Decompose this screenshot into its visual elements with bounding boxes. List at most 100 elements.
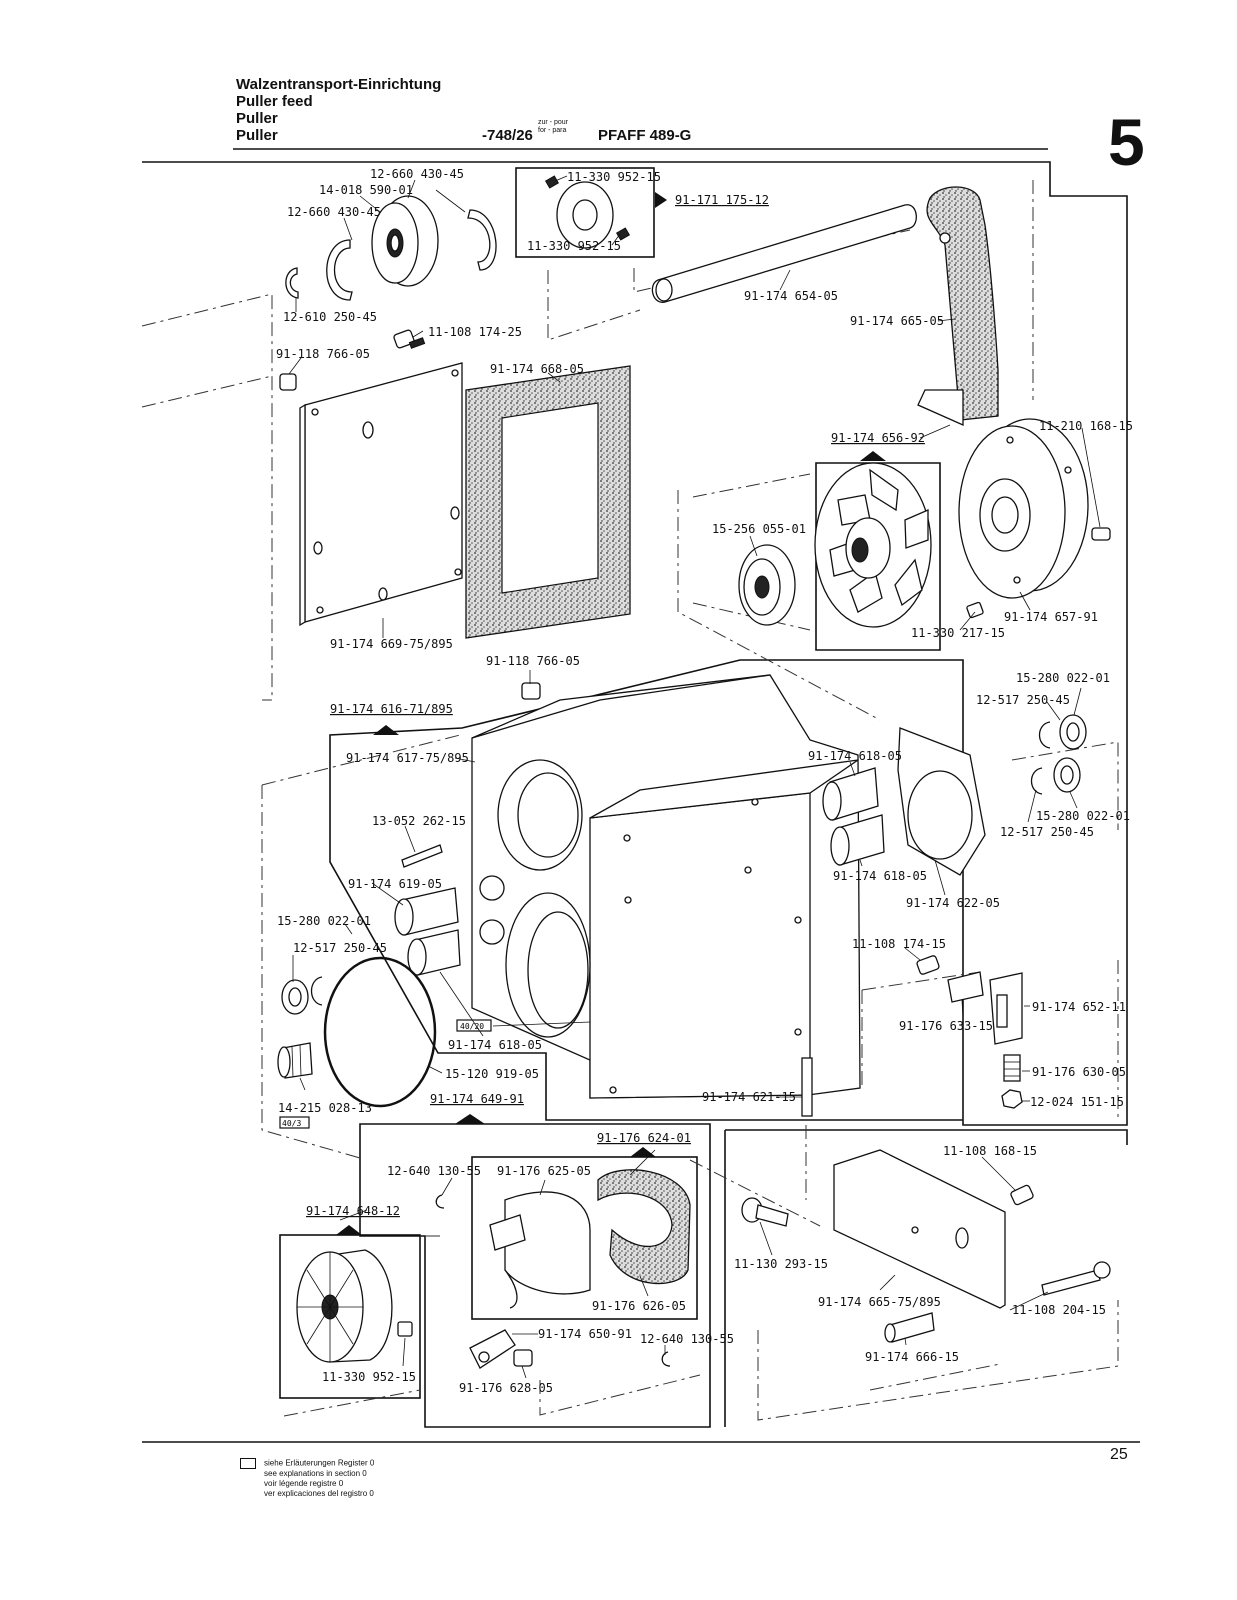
collar-top-box bbox=[544, 175, 631, 249]
for-label: zur - pour for - para bbox=[538, 119, 568, 135]
label-part: 91-174 649-91 bbox=[430, 1092, 524, 1106]
label-part: 11-108 174-25 bbox=[428, 325, 522, 339]
seal-ring-upper-right bbox=[1038, 714, 1087, 750]
circlip-left bbox=[326, 239, 353, 301]
seal-ring-left bbox=[281, 976, 323, 1015]
label-part: 91-174 656-92 bbox=[831, 431, 925, 445]
label-part: 91-174 618-05 bbox=[448, 1038, 542, 1052]
title-spanish: Puller bbox=[236, 127, 278, 144]
shaft-long bbox=[651, 204, 917, 303]
label-part: 91-174 617-75/895 bbox=[346, 751, 469, 765]
pin-91-176-628-05 bbox=[513, 1349, 533, 1367]
label-part: 12-517 250-45 bbox=[293, 941, 387, 955]
retainer-12-640-130-55-bottom bbox=[661, 1351, 671, 1367]
label-part: 91-174 665-75/895 bbox=[818, 1295, 941, 1309]
lever-91-174-650-91 bbox=[469, 1329, 516, 1369]
title-english: Puller feed bbox=[236, 93, 313, 110]
circlip-right bbox=[467, 209, 497, 271]
label-part: 91-174 657-91 bbox=[1004, 610, 1098, 624]
label-part: 91-174 618-05 bbox=[833, 869, 927, 883]
roller-91-174-648-12 bbox=[296, 1249, 393, 1363]
footer-line-1: siehe Erläuterungen Register 0 bbox=[264, 1458, 375, 1468]
footer-line-3: voir légende registre 0 bbox=[264, 1479, 344, 1488]
label-part: 91-174 665-05 bbox=[850, 314, 944, 328]
badge-label: 40/20 bbox=[460, 1022, 484, 1031]
needle-bearing bbox=[277, 1042, 313, 1079]
badge-40-3 bbox=[279, 1116, 310, 1129]
screw-11-130-293-15 bbox=[741, 1197, 789, 1227]
label-part: 91-174 654-05 bbox=[744, 289, 838, 303]
retainer-12-640-130-55-top bbox=[435, 1194, 445, 1209]
label-part: 91-174 648-12 bbox=[306, 1204, 400, 1218]
page-number: 25 bbox=[1110, 1446, 1128, 1463]
assembly-lines bbox=[141, 180, 1119, 1421]
lever-arm bbox=[917, 186, 999, 427]
label-part: 11-108 174-15 bbox=[852, 937, 946, 951]
block-91-176-633-15 bbox=[947, 971, 984, 1003]
label-part: 91-174 622-05 bbox=[906, 896, 1000, 910]
group-markers bbox=[336, 192, 886, 1235]
bushing-left-upper bbox=[394, 887, 459, 936]
footer-legend: siehe Erläuterungen Register 0 see expla… bbox=[240, 1458, 374, 1499]
badge-label: 40/3 bbox=[282, 1119, 301, 1128]
sub-class-code: -748/26 bbox=[482, 127, 533, 144]
label-part: 91-118 766-05 bbox=[486, 654, 580, 668]
footer-line-4: ver explicaciones del registro 0 bbox=[264, 1489, 374, 1498]
screw-11-108-174-15 bbox=[916, 955, 940, 975]
label-part: 91-174 619-05 bbox=[348, 877, 442, 891]
label-part: 91-176 626-05 bbox=[592, 1299, 686, 1313]
section-number: 5 bbox=[1108, 105, 1145, 179]
label-part: 15-280 022-01 bbox=[277, 914, 371, 928]
label-part: 91-174 652-11 bbox=[1032, 1000, 1126, 1014]
fan-wheel bbox=[814, 462, 932, 628]
label-part: 14-215 028-13 bbox=[278, 1101, 372, 1115]
machine-model: PFAFF 489-G bbox=[598, 127, 692, 144]
label-part: 11-130 293-15 bbox=[734, 1257, 828, 1271]
label-part: 91-174 666-15 bbox=[865, 1350, 959, 1364]
label-part: 91-176 633-15 bbox=[899, 1019, 993, 1033]
sleeve-91-176-626-05 bbox=[597, 1169, 691, 1285]
plug-91-118-766-05-top bbox=[279, 373, 297, 391]
label-part: 12-517 250-45 bbox=[976, 693, 1070, 707]
leader-lines bbox=[288, 175, 1101, 1379]
label-part: 91-174 668-05 bbox=[490, 362, 584, 376]
group-frames bbox=[142, 161, 1128, 1428]
label-part: 11-330 952-15 bbox=[322, 1370, 416, 1384]
setscrew-11-330-217-15 bbox=[966, 601, 984, 619]
o-ring bbox=[323, 956, 437, 1108]
label-part: 91-176 624-01 bbox=[597, 1131, 691, 1145]
plug-91-118-766-05-mid bbox=[521, 682, 541, 700]
label-part: 91-174 650-91 bbox=[538, 1327, 632, 1341]
label-part: 12-024 151-15 bbox=[1030, 1095, 1124, 1109]
label-part: 91-174 618-05 bbox=[808, 749, 902, 763]
label-part: 15-256 055-01 bbox=[712, 522, 806, 536]
screw-11-108-204-15 bbox=[1041, 1261, 1111, 1296]
stud-91-174-621-15 bbox=[801, 1057, 813, 1117]
title-french: Puller bbox=[236, 110, 278, 127]
parts bbox=[277, 175, 1111, 1369]
gasket bbox=[465, 365, 631, 639]
label-part: 12-517 250-45 bbox=[1000, 825, 1094, 839]
label-part: 11-108 168-15 bbox=[943, 1144, 1037, 1158]
setscrew-11-330-952-15-bottom bbox=[397, 1321, 413, 1337]
label-part: 91-176 630-05 bbox=[1032, 1065, 1126, 1079]
label-part: 91-118 766-05 bbox=[276, 347, 370, 361]
spring-91-176-630-05 bbox=[1003, 1054, 1021, 1082]
label-part: 91-176 625-05 bbox=[497, 1164, 591, 1178]
nut-12-024-151-15 bbox=[1001, 1089, 1023, 1109]
spacer-91-174-666-15 bbox=[884, 1312, 935, 1343]
label-part: 13-052 262-15 bbox=[372, 814, 466, 828]
label-part: 91-174 616-71/895 bbox=[330, 702, 453, 716]
label-part: 12-610 250-45 bbox=[283, 310, 377, 324]
title-german: Walzentransport-Einrichtung bbox=[236, 76, 442, 93]
screw-11-210-168-15 bbox=[1091, 527, 1111, 541]
clamp-91-176-625-05 bbox=[489, 1191, 591, 1309]
cover-91-174-665-75-895 bbox=[833, 1149, 1006, 1309]
for-label-line1: zur - pour bbox=[538, 119, 568, 126]
bearing-top-left bbox=[371, 195, 439, 287]
seal-ring-lower-right bbox=[1030, 757, 1081, 795]
label-part: 12-660 430-45 bbox=[370, 167, 464, 181]
label-part: 12-640 130-55 bbox=[387, 1164, 481, 1178]
page-rules bbox=[142, 148, 1140, 1443]
